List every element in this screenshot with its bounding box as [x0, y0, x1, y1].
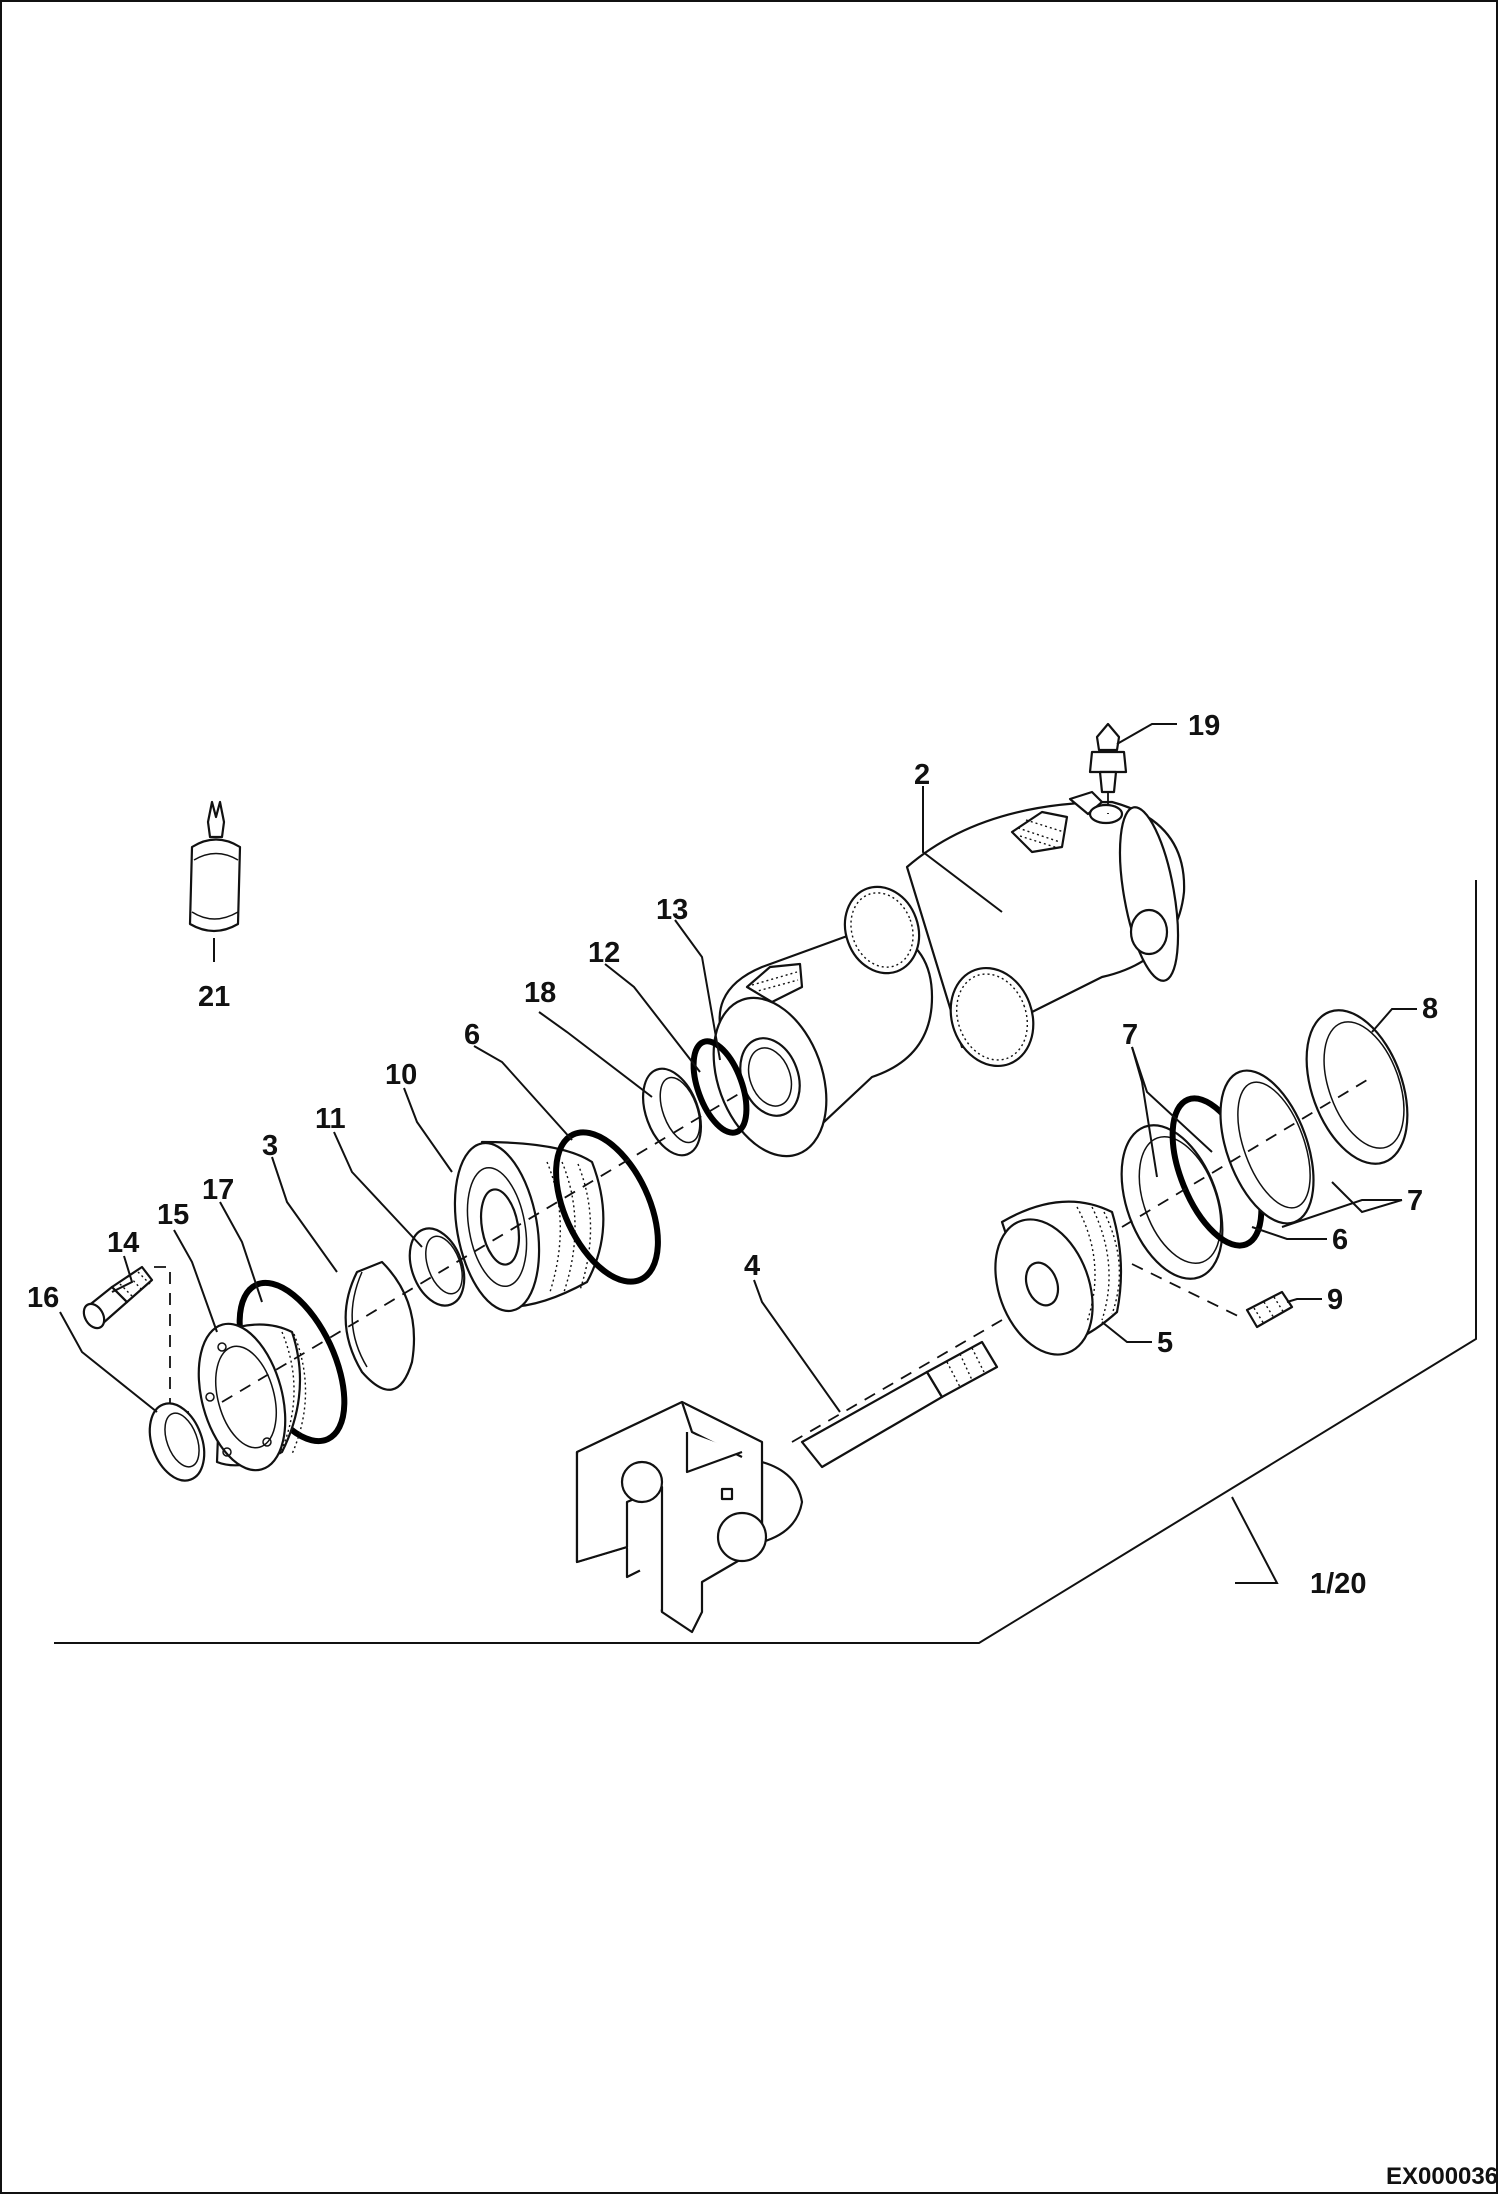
- part-snap-ring: [344, 1260, 416, 1391]
- part-cylinder-tube: [712, 790, 1186, 1158]
- part-piston: [994, 1200, 1123, 1356]
- callout-2: 2: [914, 759, 930, 791]
- callout-14: 14: [107, 1227, 139, 1259]
- callout-18: 18: [524, 977, 556, 1009]
- part-set-screw: [1245, 1290, 1294, 1329]
- part-grease-tube: [188, 800, 242, 962]
- callout-3: 3: [262, 1130, 278, 1162]
- callout-1-20: 1/20: [1310, 1568, 1366, 1600]
- callout-9: 9: [1327, 1284, 1343, 1316]
- callout-5: 5: [1157, 1327, 1173, 1359]
- leader-lines: [59, 723, 1417, 1584]
- callout-6-rear: 6: [1332, 1224, 1348, 1256]
- callout-6-front: 6: [464, 1019, 480, 1051]
- axis-line-front: [221, 1091, 743, 1403]
- callout-11: 11: [315, 1103, 346, 1135]
- callout-13: 13: [656, 894, 688, 926]
- part-cap-screw: [82, 1265, 197, 1413]
- document-id: EX000036: [1386, 2163, 1498, 2190]
- callout-labels: 19 2 21 13 12 18 6 10 11 3 17 15 14 16 4…: [27, 710, 1438, 1600]
- callout-17: 17: [202, 1174, 234, 1206]
- callout-7-right: 7: [1407, 1185, 1423, 1217]
- part-rings-front: [642, 1038, 750, 1157]
- callout-4: 4: [744, 1250, 760, 1282]
- part-piston-rod: [575, 1340, 999, 1634]
- axis-line-rear: [791, 1076, 1373, 1443]
- part-end-flange: [197, 1322, 307, 1472]
- part-cylinder-head: [453, 1129, 661, 1313]
- callout-7-top: 7: [1122, 1019, 1138, 1051]
- callout-21: 21: [198, 981, 230, 1013]
- callout-19: 19: [1188, 710, 1220, 742]
- callout-10: 10: [385, 1059, 417, 1091]
- callout-8: 8: [1422, 993, 1438, 1025]
- callout-15: 15: [157, 1199, 189, 1231]
- callout-12: 12: [588, 937, 620, 969]
- assembly-bracket-frame: [54, 880, 1477, 1644]
- callout-16: 16: [27, 1282, 59, 1314]
- part-wiper-ring: [408, 1227, 466, 1307]
- part-nut-ring: [148, 1402, 206, 1482]
